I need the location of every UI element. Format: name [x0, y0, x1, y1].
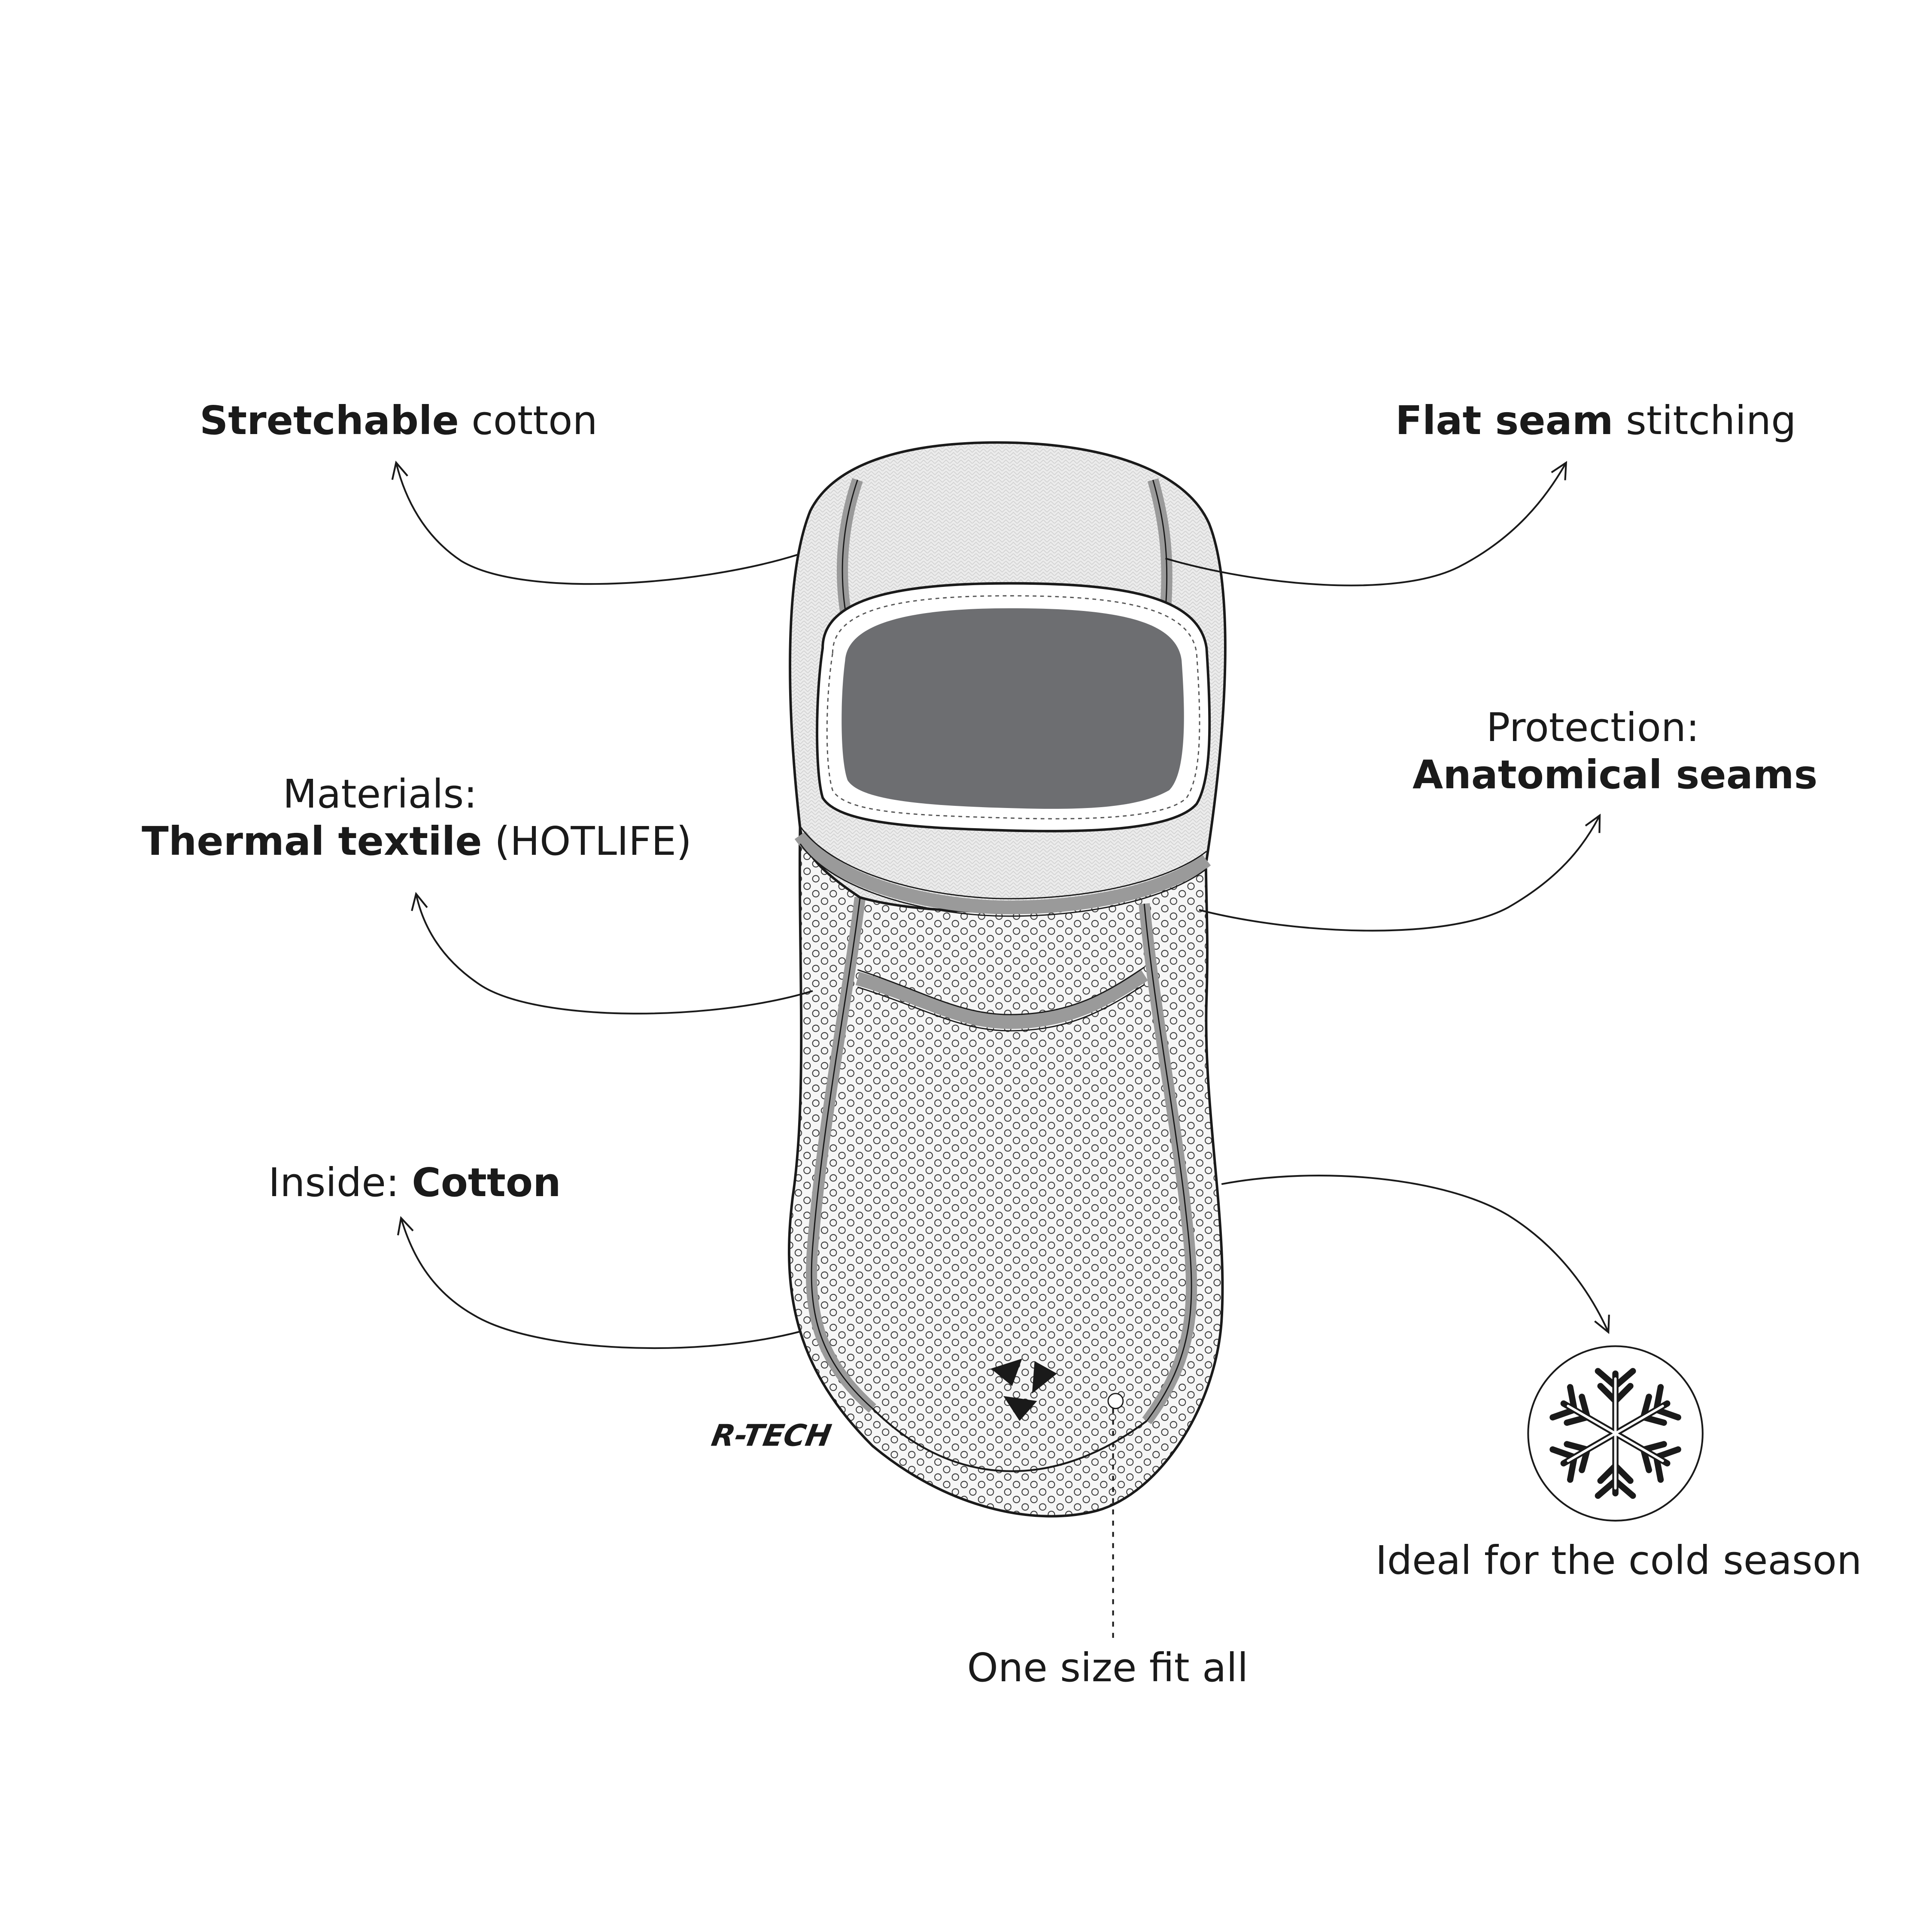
label-one-size: One size fit all — [967, 1645, 1249, 1691]
eye-frame-stitch — [826, 595, 1200, 820]
front-seam-left-outline — [811, 897, 873, 1409]
bottom-hem — [872, 1408, 1148, 1472]
size-tag — [1107, 1393, 1124, 1410]
hood-seam-left-o — [841, 480, 858, 623]
callout-arrows — [391, 460, 1610, 1643]
chin-seam-outline — [857, 966, 1145, 1032]
arrow-flat-seam — [1165, 461, 1567, 586]
label-materials: Materials: Thermal textile (HOTLIFE) — [142, 771, 692, 865]
label-stretchable: Stretchable cotton — [200, 398, 598, 444]
hood-band-outline — [799, 826, 1207, 917]
arrow-stretchable — [391, 460, 798, 585]
logo-emblem-icon — [991, 1358, 1057, 1421]
materials-heading: Materials: — [283, 771, 477, 817]
front-seam-right-outline — [1143, 903, 1192, 1422]
balaclava: R-TECH — [709, 441, 1227, 1518]
label-cold-season: Ideal for the cold season — [1375, 1537, 1862, 1583]
logo-text: R-TECH — [709, 1418, 834, 1453]
protection-heading: Protection: — [1486, 705, 1700, 750]
arrow-materials — [411, 892, 813, 1015]
hood-band — [794, 831, 1211, 914]
arrow-protection — [1199, 814, 1601, 932]
arrow-inside — [397, 1216, 802, 1349]
arrow-cold-season — [1221, 1175, 1610, 1334]
label-inside: Inside: Cotton — [268, 1160, 561, 1206]
snowflake-inner — [1567, 1377, 1664, 1490]
hood-seam-right-o — [1152, 480, 1168, 611]
label-protection: Protection: Anatomical seams — [1413, 705, 1818, 798]
cold-season-badge — [1527, 1345, 1704, 1522]
brand-logo: R-TECH — [709, 1358, 1057, 1453]
label-flat-seam: Flat seam stitching — [1395, 398, 1796, 444]
eye-opening — [841, 608, 1184, 809]
chin-seam — [855, 969, 1148, 1029]
